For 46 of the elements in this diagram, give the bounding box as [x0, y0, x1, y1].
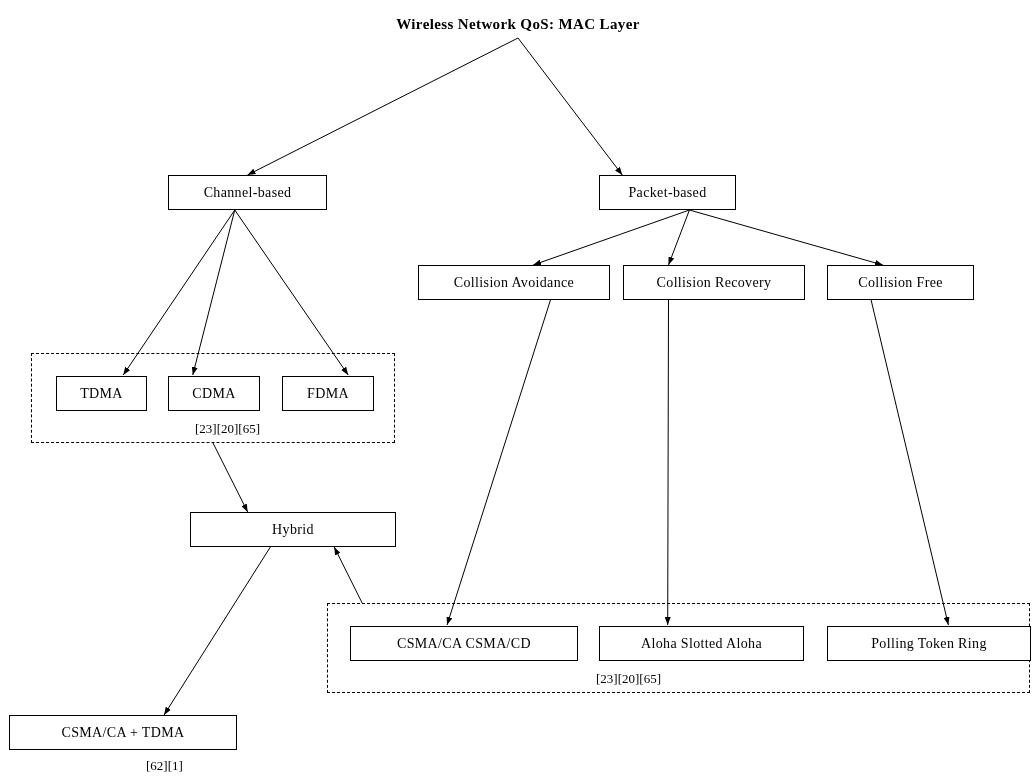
citation-text: [23][20][65]	[596, 669, 661, 688]
citation-text: [23][20][65]	[195, 419, 260, 438]
arrow	[688, 209, 884, 266]
arrow	[191, 209, 236, 376]
process-box	[168, 175, 327, 210]
title-text: Wireless Network QoS: MAC Layer	[330, 10, 706, 38]
process-box	[827, 265, 974, 300]
process-box	[418, 265, 610, 300]
process-box	[168, 376, 260, 411]
dashed-group-box	[31, 353, 395, 443]
process-box	[9, 715, 237, 750]
arrow	[122, 209, 236, 376]
arrow	[532, 209, 690, 266]
arrow	[446, 299, 551, 626]
node-label: Hybrid	[272, 521, 314, 539]
node-label: Packet-based	[628, 184, 707, 202]
process-box	[623, 265, 805, 300]
node-label: Aloha Slotted Aloha	[641, 635, 762, 653]
arrow	[517, 37, 623, 176]
arrow	[163, 546, 271, 716]
process-box	[56, 376, 147, 411]
arrow	[870, 299, 950, 626]
node-label: Polling Token Ring	[871, 635, 987, 653]
process-box	[190, 512, 396, 547]
citation-text: [62][1]	[146, 757, 183, 775]
node-label: Channel-based	[203, 184, 292, 202]
arrow	[247, 37, 519, 176]
node-label: CSMA/CA CSMA/CD	[397, 635, 531, 653]
node-label: Collision Free	[858, 274, 943, 292]
process-box	[599, 626, 804, 661]
arrow	[664, 299, 671, 626]
node-label: Collision Recovery	[656, 274, 772, 292]
node-label: FDMA	[307, 385, 349, 403]
process-box	[350, 626, 578, 661]
arrow	[668, 209, 690, 266]
process-box	[827, 626, 1031, 661]
arrow	[333, 546, 363, 604]
node-label: CDMA	[192, 385, 236, 403]
process-box	[282, 376, 374, 411]
arrow	[234, 209, 349, 376]
node-label: Collision Avoidance	[453, 274, 575, 292]
arrow	[212, 442, 249, 513]
node-label: TDMA	[80, 385, 123, 403]
dashed-group-box	[327, 603, 1030, 693]
process-box	[599, 175, 736, 210]
node-label: CSMA/CA + TDMA	[61, 724, 185, 742]
